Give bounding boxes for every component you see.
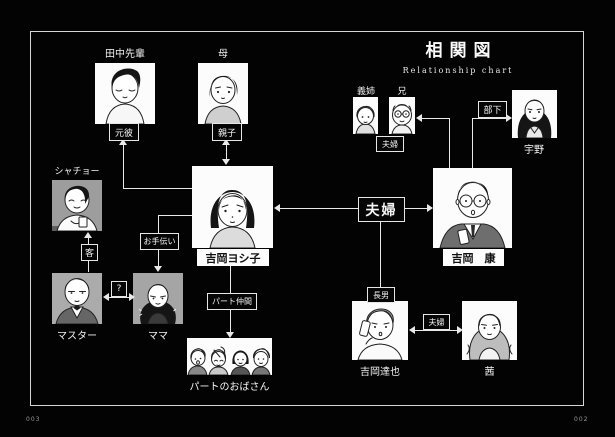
arrowhead-to-yoshiko — [222, 159, 230, 165]
arrowhead-to-tanaka — [119, 139, 127, 145]
connector-line — [280, 208, 358, 209]
arrowhead-to-shacho — [84, 232, 92, 238]
connector-line — [449, 118, 450, 168]
elderly-man-glasses-illustration-icon — [389, 97, 415, 134]
connector-line — [123, 145, 124, 189]
arrowhead-to-akane — [457, 326, 463, 334]
page-number-left: 003 — [26, 416, 41, 423]
relation-box-question: ? — [111, 281, 127, 297]
page-subtitle: Relationship chart — [402, 66, 514, 75]
woman-wavy-hair-illustration-icon — [133, 273, 183, 324]
relation-box-eldest-son: 長男 — [367, 287, 395, 303]
portrait-gishi — [353, 97, 378, 134]
relation-box-parent-child: 親子 — [212, 123, 242, 141]
portrait-ani — [389, 97, 415, 134]
woman-bob-hair-illustration-icon — [198, 63, 248, 124]
bartender-illustration-icon — [52, 273, 102, 324]
relation-box-married-couple-inlaws: 夫婦 — [376, 136, 404, 152]
relation-box-helper: お手伝い — [140, 233, 179, 250]
chart-title-block: 相関図 Relationship chart — [397, 36, 519, 75]
elderly-woman-illustration-icon — [353, 97, 378, 134]
portrait-shacho — [52, 180, 102, 231]
arrowhead-to-mama — [154, 266, 162, 272]
arrowhead-to-tatsuya — [409, 326, 415, 334]
woman-gray-wavy-hair-illustration-icon — [462, 301, 517, 360]
portrait-yasushi — [433, 168, 512, 248]
portrait-tatsuya — [352, 301, 408, 360]
portrait-master — [52, 273, 102, 324]
connector-line — [158, 215, 192, 216]
label-shacho: シャチョー — [54, 167, 100, 177]
relation-box-married-couple-center: 夫婦 — [358, 197, 405, 222]
page-frame — [30, 31, 584, 406]
connector-line — [472, 118, 473, 168]
connector-line — [109, 297, 129, 298]
label-gishi: 義姉 — [356, 87, 375, 97]
relation-box-part-time-colleague: パート仲間 — [207, 293, 257, 310]
connector-line — [226, 145, 227, 160]
arrowhead-to-uno — [506, 114, 512, 122]
relation-box-married-couple-son: 夫婦 — [423, 314, 450, 330]
label-akane: 茜 — [484, 367, 495, 378]
portrait-part-ladies — [187, 338, 272, 375]
label-master: マスター — [57, 331, 97, 342]
arrowhead-to-master — [103, 293, 109, 301]
relation-box-subordinate: 部下 — [478, 101, 507, 118]
connector-line — [402, 208, 427, 209]
four-women-group-illustration-icon — [187, 338, 272, 375]
label-mother: 母 — [218, 49, 228, 60]
portrait-mother — [198, 63, 248, 124]
relation-box-customer: 客 — [81, 244, 98, 261]
label-part-ladies: パートのおばさん — [189, 382, 270, 393]
label-mama: ママ — [148, 331, 168, 342]
man-sleepy-illustration-icon — [95, 63, 155, 124]
label-uno: 宇野 — [524, 145, 544, 156]
woman-long-hair-illustration-icon — [512, 90, 557, 138]
label-tatsuya: 吉岡達也 — [360, 367, 400, 378]
label-ani: 兄 — [397, 87, 407, 97]
portrait-mama — [133, 273, 183, 324]
nameplate-yasushi: 吉岡 康 — [443, 249, 504, 266]
arrowhead-to-mother — [222, 139, 230, 145]
arrowhead-to-yasushi — [427, 204, 433, 212]
portrait-uno — [512, 90, 557, 138]
woman-worried-illustration-icon — [192, 166, 273, 248]
arrowhead-to-yoshiko — [274, 204, 280, 212]
arrowhead-to-mama — [129, 293, 135, 301]
portrait-tanaka-senpai — [95, 63, 155, 124]
nameplate-yoshiko: 吉岡ヨシ子 — [197, 249, 269, 266]
connector-line — [123, 188, 192, 189]
arrowhead-to-part-ladies — [226, 332, 234, 338]
man-drinking-illustration-icon — [52, 180, 102, 231]
page-title: 相関図 — [425, 41, 498, 61]
man-glasses-suit-illustration-icon — [433, 168, 512, 248]
connector-line — [415, 330, 457, 331]
portrait-yoshiko — [192, 166, 273, 248]
page-number-right: 002 — [574, 416, 589, 423]
arrowhead-to-ani — [416, 114, 422, 122]
label-tanaka-senpai: 田中先輩 — [105, 49, 145, 60]
connector-line — [472, 118, 506, 119]
young-man-phone-illustration-icon — [352, 301, 408, 360]
connector-line — [422, 118, 449, 119]
relation-box-ex-boyfriend: 元彼 — [109, 123, 139, 141]
connector-line — [380, 219, 381, 294]
portrait-akane — [462, 301, 517, 360]
